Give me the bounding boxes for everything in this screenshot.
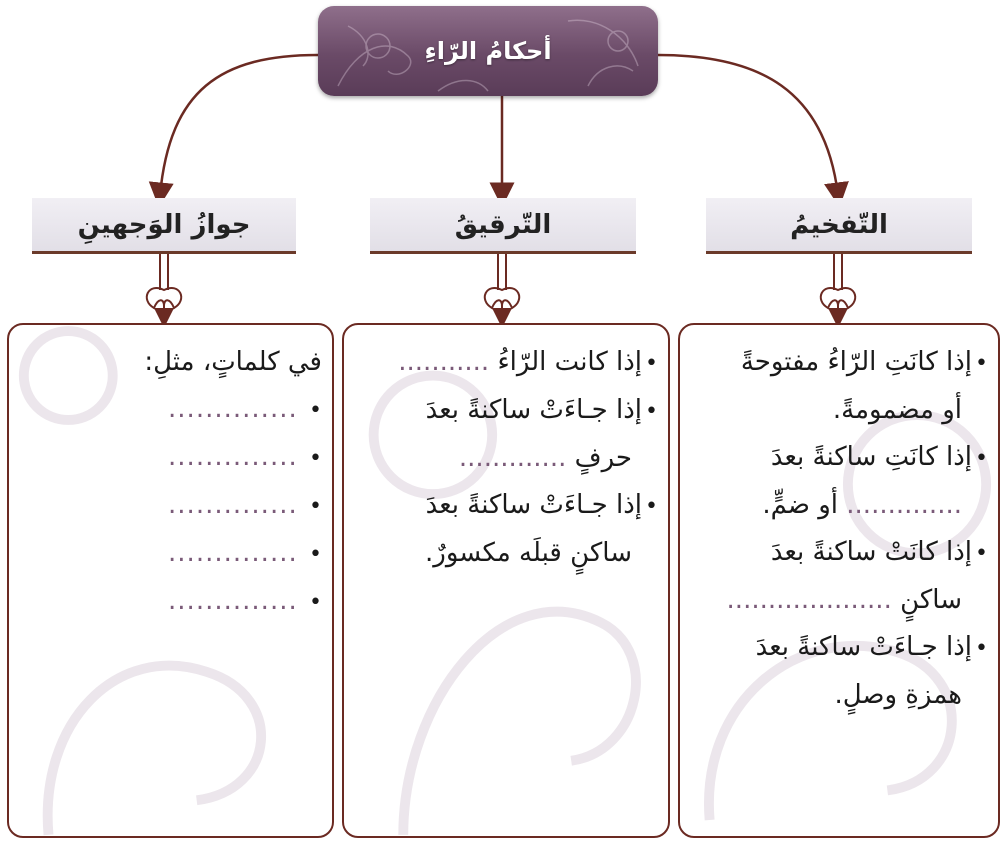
rule-continuation: .............. أو ضمٍّ. — [762, 490, 962, 520]
swirl-background-icon — [704, 410, 992, 821]
heading-tarqiq: التّرقيقُ — [370, 198, 636, 254]
list-item: • .............. — [168, 490, 322, 520]
rule-continuation: همزةِ وصلٍ. — [834, 680, 962, 710]
diagram-title: أحكامُ الرّاءِ — [424, 37, 552, 65]
rule-item: •إذا كانَتِ الرّاءُ مفتوحةً — [740, 347, 988, 377]
rule-continuation: ساكنٍ .................... — [726, 585, 962, 615]
rule-continuation: حرفٍ ............. — [458, 443, 632, 473]
swirl-background-icon — [368, 370, 641, 835]
intro-text: في كلماتٍ، مثلِ: — [144, 347, 322, 377]
floral-ornament-icon — [337, 19, 639, 92]
title-box: أحكامُ الرّاءِ — [318, 6, 658, 96]
list-item: • .............. — [168, 586, 322, 616]
ornament-icon-1 — [819, 254, 857, 328]
rule-item: •إذا جـاءَتْ ساكنةً بعدَ — [755, 632, 988, 662]
list-item: • .............. — [168, 394, 322, 424]
heading-jawaz-alwajhayn: جوازُ الوَجهينِ — [32, 198, 296, 254]
swirl-background-icon — [18, 326, 267, 836]
rule-item: •إذا كانَتِ ساكنةً بعدَ — [770, 442, 988, 472]
column-jawaz-alwajhayn: في كلماتٍ، مثلِ: • .............. • ....… — [7, 323, 334, 838]
column-tarqiq: •إذا كانت الرّاءُ ........... •إذا جـاءَ… — [342, 323, 670, 838]
heading-tafkhim: التّفخيمُ — [706, 198, 972, 254]
ornament-icon-3 — [145, 254, 183, 328]
list-item: • .............. — [168, 538, 322, 568]
list-item: • .............. — [168, 442, 322, 472]
ornament-icon-2 — [483, 254, 521, 328]
rule-item: •إذا كانت الرّاءُ ........... — [398, 347, 658, 377]
rule-item: •إذا جـاءَتْ ساكنةً بعدَ — [425, 490, 658, 520]
column-tafkhim: •إذا كانَتِ الرّاءُ مفتوحةً أو مضمومةً. … — [678, 323, 1000, 838]
rule-continuation: أو مضمومةً. — [832, 395, 962, 425]
rule-item: •إذا كانَتْ ساكنةً بعدَ — [770, 537, 988, 567]
rule-item: •إذا جـاءَتْ ساكنةً بعدَ — [425, 395, 658, 425]
rule-continuation: ساكنٍ قبلَه مكسورٌ. — [425, 538, 632, 568]
